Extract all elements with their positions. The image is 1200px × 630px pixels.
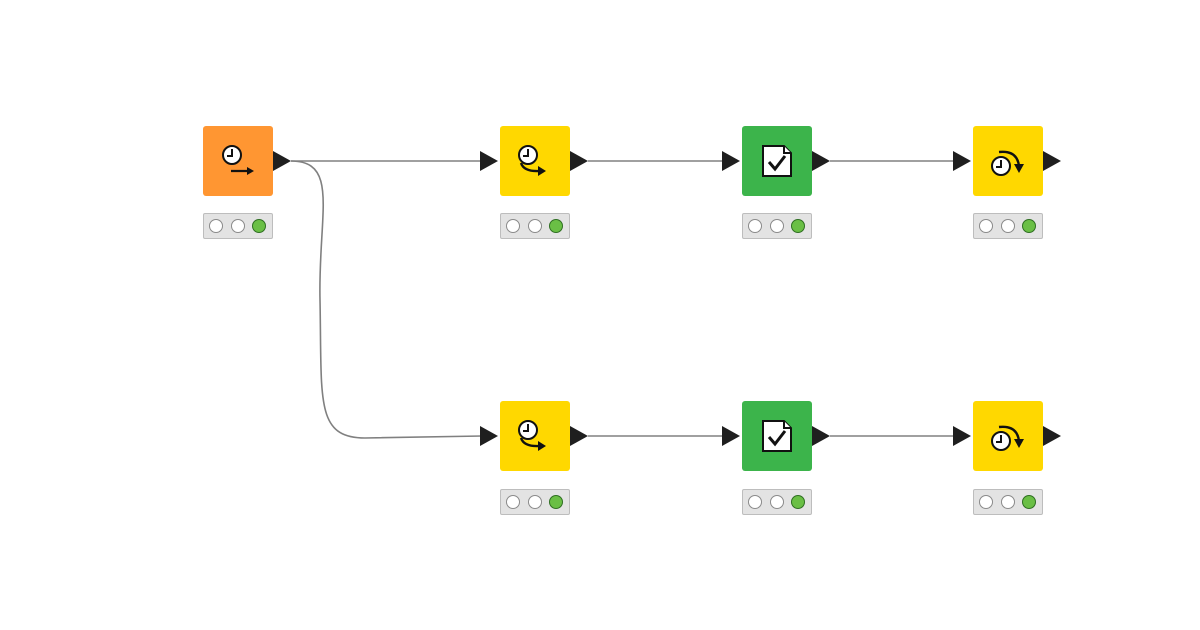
input-port-n5[interactable]: [480, 426, 498, 446]
output-port-n3[interactable]: [812, 151, 830, 171]
input-port-n2[interactable]: [480, 151, 498, 171]
status-indicator-n3: [742, 213, 812, 239]
output-port-n1[interactable]: [273, 151, 291, 171]
output-port-n4[interactable]: [1043, 151, 1061, 171]
status-indicator-n1: [203, 213, 273, 239]
status-indicator-n2: [500, 213, 570, 239]
status-light-yellow: [528, 219, 542, 233]
document-check-icon: [762, 420, 792, 452]
node-n3[interactable]: [742, 126, 812, 196]
node-n1[interactable]: [203, 126, 273, 196]
status-light-red: [506, 495, 520, 509]
status-indicator-n4: [973, 213, 1043, 239]
clock-loop-start-icon: [518, 145, 546, 176]
status-light-green: [549, 495, 563, 509]
node-n4[interactable]: [973, 126, 1043, 196]
status-light-red: [748, 219, 762, 233]
node-n2[interactable]: [500, 126, 570, 196]
status-light-green: [252, 219, 266, 233]
input-port-n6[interactable]: [722, 426, 740, 446]
status-light-green: [1022, 495, 1036, 509]
status-indicator-n7: [973, 489, 1043, 515]
input-port-n3[interactable]: [722, 151, 740, 171]
status-light-red: [979, 219, 993, 233]
status-indicator-n5: [500, 489, 570, 515]
status-light-yellow: [1001, 219, 1015, 233]
clock-loop-end-icon: [991, 150, 1024, 176]
status-light-yellow: [231, 219, 245, 233]
status-light-yellow: [770, 219, 784, 233]
status-indicator-n6: [742, 489, 812, 515]
node-n5[interactable]: [500, 401, 570, 471]
output-port-n6[interactable]: [812, 426, 830, 446]
output-port-n2[interactable]: [570, 151, 588, 171]
status-light-yellow: [528, 495, 542, 509]
document-check-icon: [762, 145, 792, 177]
node-n7[interactable]: [973, 401, 1043, 471]
status-light-red: [209, 219, 223, 233]
output-port-n5[interactable]: [570, 426, 588, 446]
clock-loop-start-icon: [518, 420, 546, 451]
node-n6[interactable]: [742, 401, 812, 471]
input-port-n7[interactable]: [953, 426, 971, 446]
status-light-yellow: [1001, 495, 1015, 509]
status-light-green: [791, 495, 805, 509]
input-port-n4[interactable]: [953, 151, 971, 171]
output-port-n7[interactable]: [1043, 426, 1061, 446]
status-light-green: [791, 219, 805, 233]
clock-loop-end-icon: [991, 425, 1024, 451]
status-light-green: [549, 219, 563, 233]
status-light-yellow: [770, 495, 784, 509]
status-light-red: [506, 219, 520, 233]
status-light-green: [1022, 219, 1036, 233]
status-light-red: [748, 495, 762, 509]
connection-n1-n5[interactable]: [290, 160, 483, 439]
status-light-red: [979, 495, 993, 509]
clock-arrow-icon: [222, 145, 254, 175]
